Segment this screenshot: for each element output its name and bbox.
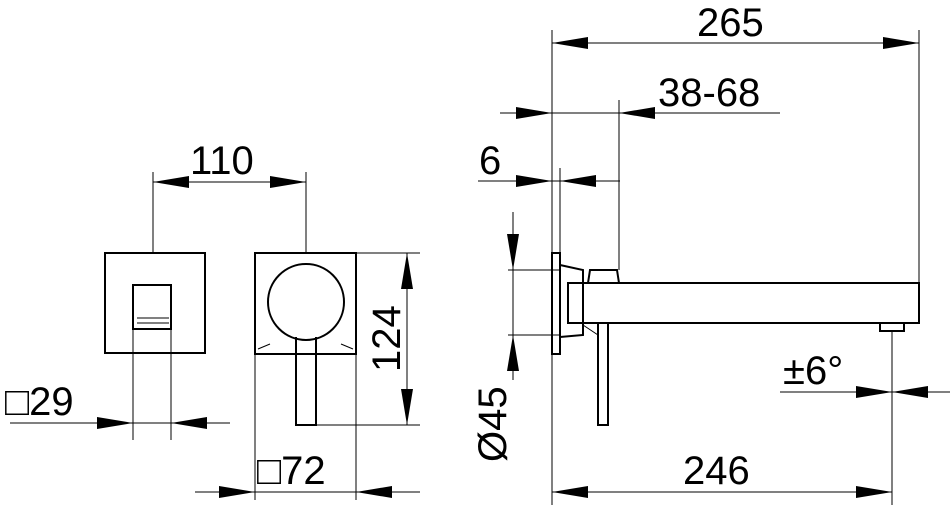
front-view-handle-plate [153,172,420,500]
dim-6: 6 [479,139,501,183]
dim-246: 246 [683,449,750,493]
dim-square-29: □29 [5,380,74,424]
dim-110: 110 [190,139,254,183]
dim-38-68: 38-68 [658,71,760,115]
dim-124: 124 [365,305,409,372]
front-view-small-plate [10,172,230,440]
side-view-spout [478,30,950,505]
dim-square-72: □72 [257,449,326,493]
dim-diameter-45: Ø45 [471,386,515,462]
dim-angle-6: ±6° [783,349,843,393]
dim-265: 265 [697,1,764,45]
